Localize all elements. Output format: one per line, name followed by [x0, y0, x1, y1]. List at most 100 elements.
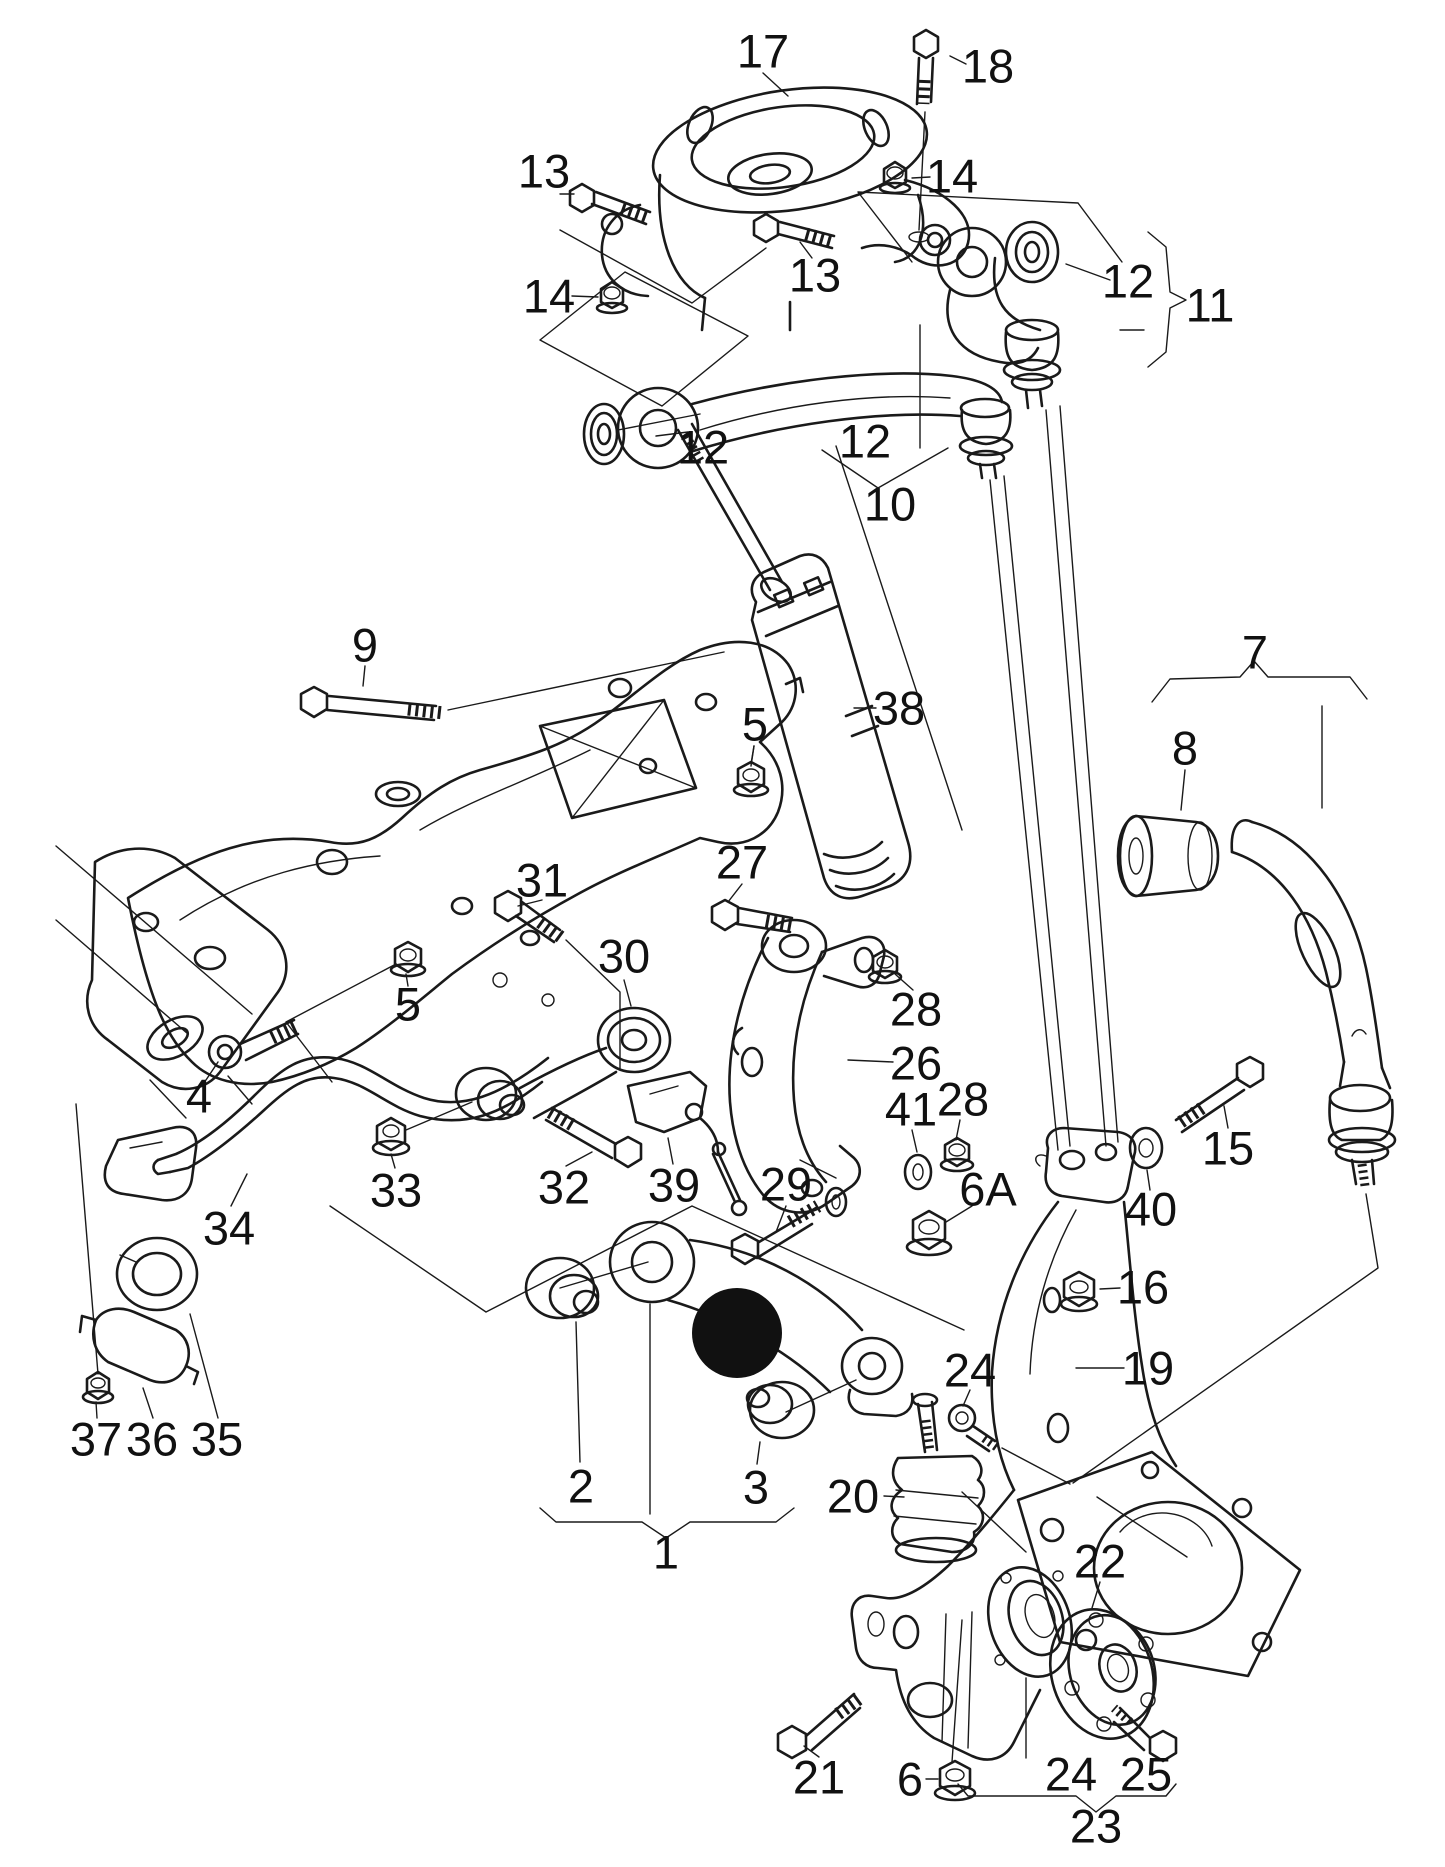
stabilizer-bar-34 [152, 1056, 550, 1207]
nut-5-lower [389, 940, 427, 987]
nut-6 [925, 1759, 977, 1802]
part-label-36: 36 [126, 1413, 178, 1466]
part-label-31: 31 [516, 854, 568, 907]
part-label-24: 24 [944, 1344, 996, 1397]
part-label-14: 14 [926, 150, 978, 203]
nut-33 [371, 1116, 411, 1169]
part-label-2: 2 [568, 1460, 594, 1513]
part-label-19: 19 [1122, 1342, 1174, 1395]
part-label-14: 14 [523, 270, 575, 323]
nut-6A [905, 1205, 973, 1257]
stabilizer-bushing-35 [115, 1236, 219, 1419]
part-label-12: 12 [1102, 255, 1154, 308]
bolt-21 [776, 1692, 864, 1760]
part-label-18: 18 [962, 40, 1014, 93]
shock-absorber-38 [676, 422, 912, 900]
track-rod-30 [285, 963, 672, 1131]
nut-37 [81, 1370, 115, 1419]
part-label-26: 26 [890, 1037, 942, 1090]
nut-28-upper [867, 948, 914, 991]
ball-joint-20 [883, 1392, 986, 1564]
bolt-13-left [559, 182, 653, 226]
part-label-33: 33 [370, 1164, 422, 1217]
part-label-25: 25 [1120, 1748, 1172, 1801]
part-label-8: 8 [1172, 722, 1198, 775]
part-label-7: 7 [1242, 626, 1268, 679]
sensor-bracket-39 [626, 1070, 748, 1217]
part-label-16: 16 [1117, 1261, 1169, 1314]
part-label-22: 22 [1074, 1535, 1126, 1588]
part-label-34: 34 [203, 1202, 255, 1255]
part-label-9: 9 [352, 619, 378, 672]
wheel-bearing-24 [986, 1566, 1074, 1759]
nut-14-right [878, 160, 931, 195]
link-arm-26 [728, 918, 894, 1214]
part-label-29: 29 [760, 1158, 812, 1211]
part-label-6: 6 [897, 1753, 923, 1806]
part-label-12: 12 [839, 415, 891, 468]
part-label-5: 5 [742, 698, 768, 751]
bolt-29 [730, 1186, 848, 1266]
subframe [55, 640, 798, 1119]
bolt-32 [544, 1106, 643, 1169]
guide-arm-7 [1072, 819, 1397, 1484]
part-label-28: 28 [890, 983, 942, 1036]
nut-28-lower [939, 1119, 975, 1173]
bolt-13-right [752, 212, 836, 259]
part-label-20: 20 [827, 1470, 879, 1523]
part-label-38: 38 [873, 682, 925, 735]
filled-dot [692, 1288, 782, 1378]
part-label-5: 5 [395, 978, 421, 1031]
part-label-24: 24 [1045, 1748, 1097, 1801]
stud-axis-lines [835, 405, 1119, 1151]
lower-control-arm-1 [329, 1205, 965, 1539]
group-lines-13-14 [559, 191, 1123, 304]
bolt-15 [1174, 1055, 1265, 1134]
part-label-13: 13 [789, 249, 841, 302]
washer-41 [903, 1129, 933, 1191]
part-label-17: 17 [737, 25, 789, 78]
upper-arm-rear [936, 220, 1187, 410]
part-label-11: 11 [1186, 279, 1235, 332]
part-label-1: 1 [653, 1526, 679, 1579]
part-label-40: 40 [1125, 1183, 1177, 1236]
part-label-35: 35 [191, 1413, 243, 1466]
upper-arm-front [539, 271, 1014, 495]
part-label-23: 23 [1070, 1800, 1122, 1853]
bolt-4 [205, 1018, 301, 1081]
part-label-32: 32 [538, 1161, 590, 1214]
bracket-7 [1151, 660, 1368, 809]
part-label-39: 39 [648, 1159, 700, 1212]
wheel-hub-22 [1048, 1581, 1157, 1740]
part-label-30: 30 [598, 930, 650, 983]
bushing-8 [1116, 769, 1220, 898]
bolt-18 [908, 28, 967, 243]
bolt-27 [710, 883, 796, 934]
part-label-10: 10 [864, 478, 916, 531]
bolt-24-pinch [947, 1389, 1071, 1485]
part-label-41: 41 [885, 1083, 937, 1136]
stabilizer-bracket-36 [78, 1307, 200, 1419]
strut-mount-17 [600, 72, 971, 332]
knuckle-19 [850, 1126, 1302, 1763]
part-label-15: 15 [1202, 1122, 1254, 1175]
part-label-4: 4 [186, 1070, 212, 1123]
part-label-3: 3 [743, 1461, 769, 1514]
nut-16 [1059, 1270, 1121, 1313]
part-label-21: 21 [793, 1751, 845, 1804]
nut-5-upper [732, 745, 770, 798]
part-label-6A: 6A [959, 1163, 1017, 1216]
bracket-23 [957, 1783, 1177, 1813]
part-label-12: 12 [677, 421, 729, 474]
part-label-37: 37 [70, 1413, 122, 1466]
washer-40 [1128, 1126, 1164, 1191]
bolt-25 [1111, 1704, 1178, 1763]
leader-misc [750, 745, 755, 767]
part-label-27: 27 [716, 836, 768, 889]
bolt-31 [493, 889, 621, 1071]
part-label-13: 13 [518, 145, 570, 198]
part-label-28: 28 [937, 1073, 989, 1126]
